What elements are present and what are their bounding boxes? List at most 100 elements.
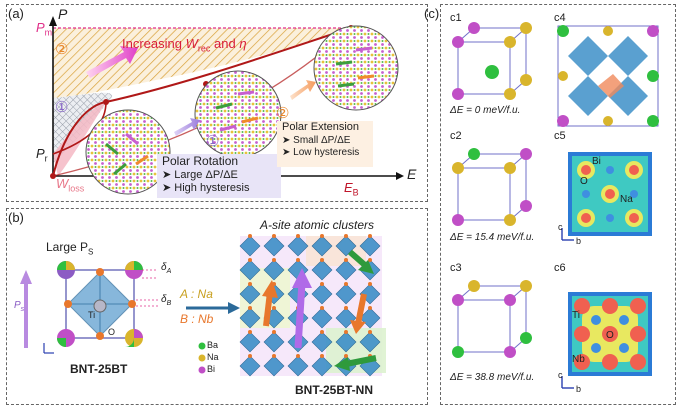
oxygen-atom (368, 234, 372, 238)
e-axis-label: E (407, 166, 417, 182)
octahedron (263, 259, 285, 281)
oxygen-atom (368, 330, 372, 334)
c5-axis-b: b (576, 236, 582, 246)
panel-c (440, 4, 676, 405)
oxygen-atom (320, 306, 324, 310)
oxygen-atom (296, 354, 300, 358)
cluster-arrow-orange-right (355, 293, 367, 325)
discharge-curve (52, 27, 352, 177)
c4-label: c4 (554, 12, 566, 24)
c5-charge-density (568, 152, 652, 236)
oxygen-atom (320, 354, 324, 358)
oxygen-atom (320, 282, 324, 286)
bnt-label: BNT-25BT (70, 362, 128, 376)
octahedron (287, 355, 309, 377)
c5-axis-c: c (558, 222, 563, 232)
oxygen-atom (248, 258, 252, 262)
ps-arrow-label: Ps (14, 300, 25, 313)
polar-rotation-item-1: Large ΔP/ΔE (174, 169, 238, 181)
oxygen-atom (368, 282, 372, 286)
polar-extension-text: Polar Extension ➤ Small ΔP/ΔE ➤ Low hyst… (282, 121, 360, 158)
bnt-25bt-unit-cell (57, 261, 158, 347)
octahedron (335, 331, 357, 353)
polar-extension-item-2: Low hysteresis (293, 147, 360, 158)
oxygen-atom (320, 234, 324, 238)
c2-cube (452, 148, 532, 226)
octahedron (239, 307, 261, 329)
c5-label: c5 (554, 130, 566, 142)
domain-disc-1 (85, 109, 171, 195)
legend-na-dot (198, 354, 206, 362)
panel-b-label: (b) (8, 210, 24, 225)
extension-arrow (290, 80, 316, 100)
polar-rotation-item-2: High hysteresis (174, 182, 250, 194)
octahedron (311, 259, 333, 281)
octahedron (311, 283, 333, 305)
ti-label: Ti (88, 310, 96, 320)
clusters-title: A-site atomic clusters (260, 218, 375, 232)
octahedron (239, 259, 261, 281)
oxygen-atom (248, 282, 252, 286)
polar-rotation-box (157, 154, 281, 198)
panel-a-label: (a) (8, 6, 24, 21)
octahedron (335, 307, 357, 329)
octahedron (263, 331, 285, 353)
region-1-marker: ① (55, 99, 69, 116)
oxygen-atom (248, 234, 252, 238)
oxygen-atom (368, 306, 372, 310)
wloss-region (53, 102, 106, 176)
c5-o-label: O (580, 176, 588, 187)
c1-label: c1 (450, 12, 462, 24)
legend-ba-dot (198, 342, 206, 350)
cluster-arrow-purple (294, 281, 306, 349)
c6-o-label: O (606, 330, 614, 341)
cluster-arrow-orange-left (263, 291, 273, 327)
oxygen-atom (272, 354, 276, 358)
increasing-label: Increasing Wrec and η (122, 36, 247, 54)
region-2-marker: ② (55, 41, 69, 58)
oxygen-atom (272, 330, 276, 334)
octahedron (239, 283, 261, 305)
crystal-structure-diagram (20, 234, 386, 377)
nn-label: BNT-25BT-NN (295, 383, 374, 397)
wloss-label: Wloss (56, 176, 85, 194)
oxygen-atom (296, 258, 300, 262)
c3-cube (452, 280, 532, 358)
legend-bi: Bi (207, 364, 216, 374)
dft-structures (452, 22, 659, 389)
octahedron (311, 307, 333, 329)
large-ps-label: Large PS (46, 240, 94, 257)
a-site-label: A : Na (180, 287, 213, 301)
c6-label: c6 (554, 262, 566, 274)
oxygen-atom (248, 354, 252, 358)
oxygen-atom (344, 282, 348, 286)
octahedron (263, 355, 285, 377)
c2-label: c2 (450, 130, 462, 142)
cluster-arrow-green-bottom (345, 355, 377, 367)
oxygen-atom (344, 306, 348, 310)
delta-b-label: δB (161, 294, 172, 307)
octahedron (311, 235, 333, 257)
panel-b (6, 208, 428, 405)
c5-bi-label: Bi (592, 156, 601, 167)
c6-ti-label: Ti (572, 310, 580, 321)
rotation-arrow (174, 118, 200, 136)
panel-c-label: (c) (424, 6, 440, 21)
pm-label: Pm (36, 20, 53, 38)
octahedron (335, 283, 357, 305)
legend-na: Na (207, 352, 219, 362)
oxygen-atom (320, 258, 324, 262)
b-site-label: B : Nb (180, 312, 214, 326)
domain-disc-3 (313, 25, 399, 111)
c2-energy: ΔE = 15.4 meV/f.u. (450, 232, 535, 243)
domain-disc-2 (194, 70, 282, 158)
polar-extension-item-1: Small ΔP/ΔE (293, 135, 351, 146)
c6-axis-b: b (576, 384, 582, 394)
oxygen-atom (248, 330, 252, 334)
pr-label: Pr (36, 146, 48, 164)
step-2-marker: ② (276, 105, 290, 122)
increasing-arrow (86, 46, 138, 78)
o-label: O (108, 327, 116, 337)
octahedron (311, 355, 333, 377)
oxygen-atom (368, 258, 372, 262)
